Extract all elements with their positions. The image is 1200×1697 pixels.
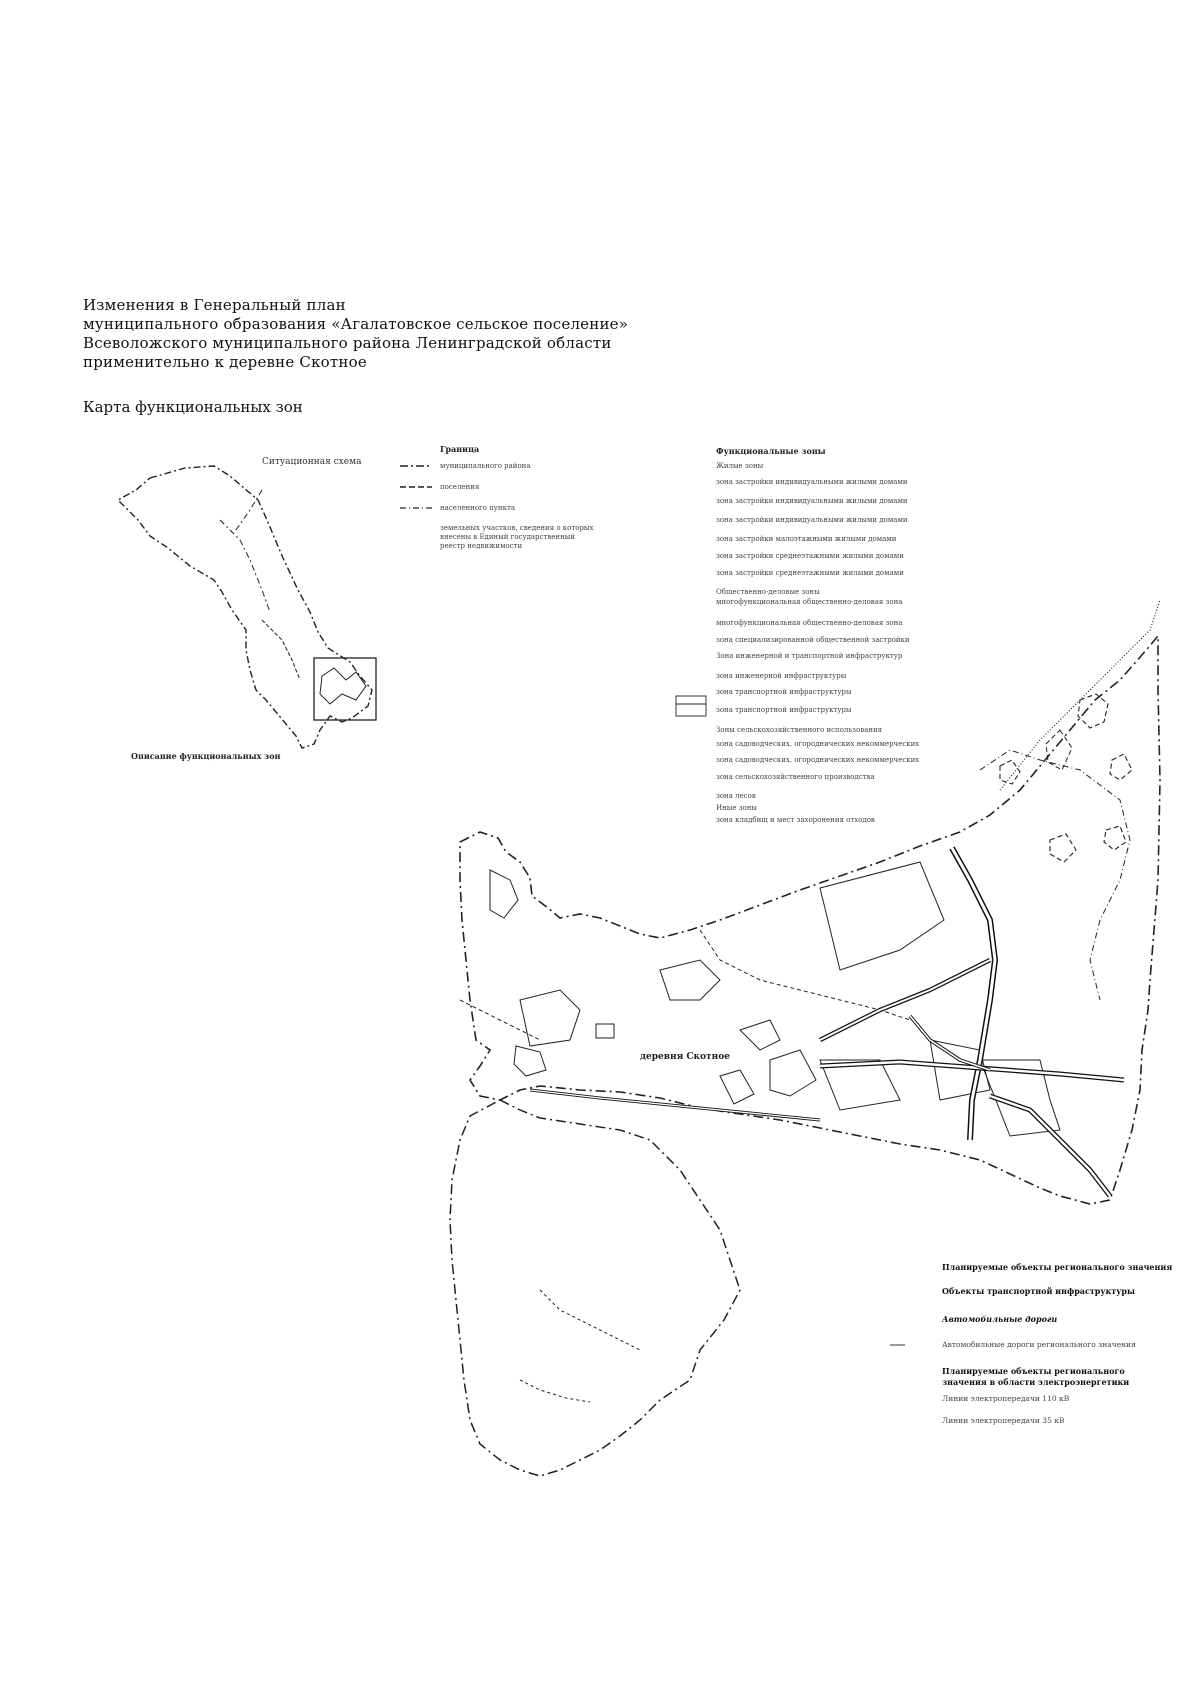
legend-boundary-municipal: муниципального района (440, 462, 531, 470)
legend-zone-agri-3: зона сельскохозяйственного производства (716, 773, 875, 781)
legend-zone-forest: зона лесов (716, 792, 756, 800)
legend-sample-power (675, 695, 707, 717)
west-parcel-4 (513, 1045, 547, 1077)
east-parcel-3 (819, 1059, 901, 1111)
west-parcel-1 (489, 869, 519, 919)
map-subtitle: Карта функциональных зон (83, 398, 303, 416)
legend-zone-res-4: зона застройки малоэтажными жилыми домам… (716, 535, 897, 543)
legend-zone-res-1: зона застройки индивидуальными жилыми до… (716, 478, 908, 486)
zones-description-label: Описание функциональных зон (131, 751, 281, 761)
legend-note-line-3: реестр недвижимости (440, 542, 523, 550)
situation-scheme-label: Ситуационная схема (262, 457, 362, 467)
southern-lobe-inner (539, 1289, 641, 1351)
center-parcel-2 (719, 1069, 755, 1105)
situation-scheme-inner-2 (235, 489, 263, 531)
legend-boundary-settlement: поселения (440, 483, 480, 491)
regional-road-north-south-inner (950, 847, 997, 1141)
situation-scheme-boundary (116, 465, 373, 749)
legend-zones-other-group: Иные зоны (716, 804, 757, 812)
legend-zones-heading: Функциональные зоны (716, 446, 826, 456)
situation-scheme-inner-1 (219, 519, 271, 613)
title-line-3: Всеволожского муниципального района Лени… (83, 334, 612, 352)
main-road-west-inner (529, 1089, 821, 1121)
title-line-4: применительно к деревне Скотное (83, 353, 367, 371)
legend-zone-pub-1: многофункциональная общественно-деловая … (716, 598, 903, 606)
legend-zone-infra-1: зона инженерной инфраструктуры (716, 672, 847, 680)
main-map-boundary (459, 633, 1161, 1205)
northern-inner (699, 929, 911, 1021)
legend-regional-power-heading-2: значения в области электроэнергетики (942, 1377, 1130, 1387)
agri-parcel (819, 861, 945, 971)
center-parcel-3 (769, 1049, 817, 1097)
enclave-3 (1109, 753, 1133, 781)
legend-regional-heading: Планируемые объекты регионального значен… (942, 1262, 1173, 1272)
enclave-5 (1103, 825, 1127, 851)
title-line-2: муниципального образования «Агалатовское… (83, 315, 629, 333)
legend-zone-pub-3: зона специализированной общественной зас… (716, 636, 910, 644)
enclave-4 (1049, 833, 1077, 863)
legend-zone-pub-4: Зона инженерной и транспортной инфрастру… (716, 652, 903, 660)
legend-zone-infra-2: зона транспортной инфраструктуры (716, 688, 852, 696)
legend-zone-pub-2: многофункциональная общественно-деловая … (716, 619, 903, 627)
legend-regional-road-item: Автомобильные дороги регионального значе… (942, 1340, 1136, 1349)
enclave-1 (1077, 693, 1109, 729)
east-parcel-1 (979, 1059, 1061, 1137)
village-label: деревня Скотное (640, 1052, 730, 1062)
enclave-6 (1045, 729, 1073, 771)
legend-zones-agri-group: Зоны сельскохозяйственного использования (716, 726, 883, 734)
legend-regional-power-heading-1: Планируемые объекты регионального (942, 1366, 1125, 1376)
regional-road-southeast-inner (989, 1094, 1111, 1197)
center-parcel-1 (739, 1019, 781, 1051)
legend-note-line-2: внесены в Единый государственный (440, 533, 575, 541)
legend-zone-infra-3: зона транспортной инфраструктуры (716, 706, 852, 714)
map-title: Изменения в Генеральный план муниципальн… (83, 296, 683, 372)
legend-zone-other: зона кладбищ и мест захоронения отходов (716, 816, 875, 824)
regional-road-diagonal-inner (819, 959, 991, 1041)
legend-zone-res-2: зона застройки индивидуальными жилыми до… (716, 497, 908, 505)
legend-regional-roads-heading: Автомобильные дороги (942, 1314, 1058, 1324)
situation-scheme-frame (313, 657, 377, 721)
legend-zones-public-group: Общественно-деловые зоны (716, 588, 820, 596)
title-line-1: Изменения в Генеральный план (83, 296, 346, 314)
legend-regional-power-item-2: Линии электропередачи 35 кВ (942, 1416, 1065, 1425)
southern-lobe-inner-2 (519, 1379, 591, 1403)
regional-road-southeast (989, 1093, 1112, 1198)
southern-lobe-boundary (449, 1099, 741, 1477)
situation-scheme-detail (319, 667, 367, 705)
legend-regional-power-item-1: Линии электропередачи 110 кВ (942, 1394, 1070, 1403)
northeast-road (999, 599, 1161, 791)
legend-zone-res-3: зона застройки индивидуальными жилыми до… (716, 516, 908, 524)
center-parcel-4 (659, 959, 721, 1001)
enclave-2 (999, 759, 1021, 785)
regional-road-curve-inner (909, 1015, 991, 1071)
legend-zone-res-6: зона застройки среднеэтажными жилыми дом… (716, 569, 904, 577)
east-parcel-2 (929, 1039, 991, 1101)
west-parcel-2 (519, 989, 581, 1047)
legend-zone-agri-2: зона садоводческих, огороднических неком… (716, 756, 920, 764)
legend-boundary-locality: населенного пункта (440, 504, 516, 512)
legend-zones-residential-group: Жилые зоны (716, 462, 764, 470)
legend-zone-res-5: зона застройки среднеэтажными жилыми дом… (716, 552, 904, 560)
legend-note-line-1: земельных участков, сведения о которых (440, 524, 594, 532)
legend-regional-transport: Объекты транспортной инфраструктуры (942, 1286, 1135, 1296)
western-inner (459, 999, 541, 1041)
legend-boundaries-heading: Граница (440, 444, 480, 454)
legend-zone-agri-1: зона садоводческих, огороднических неком… (716, 740, 920, 748)
situation-scheme-inner-3 (261, 619, 301, 681)
west-parcel-3 (595, 1023, 615, 1039)
